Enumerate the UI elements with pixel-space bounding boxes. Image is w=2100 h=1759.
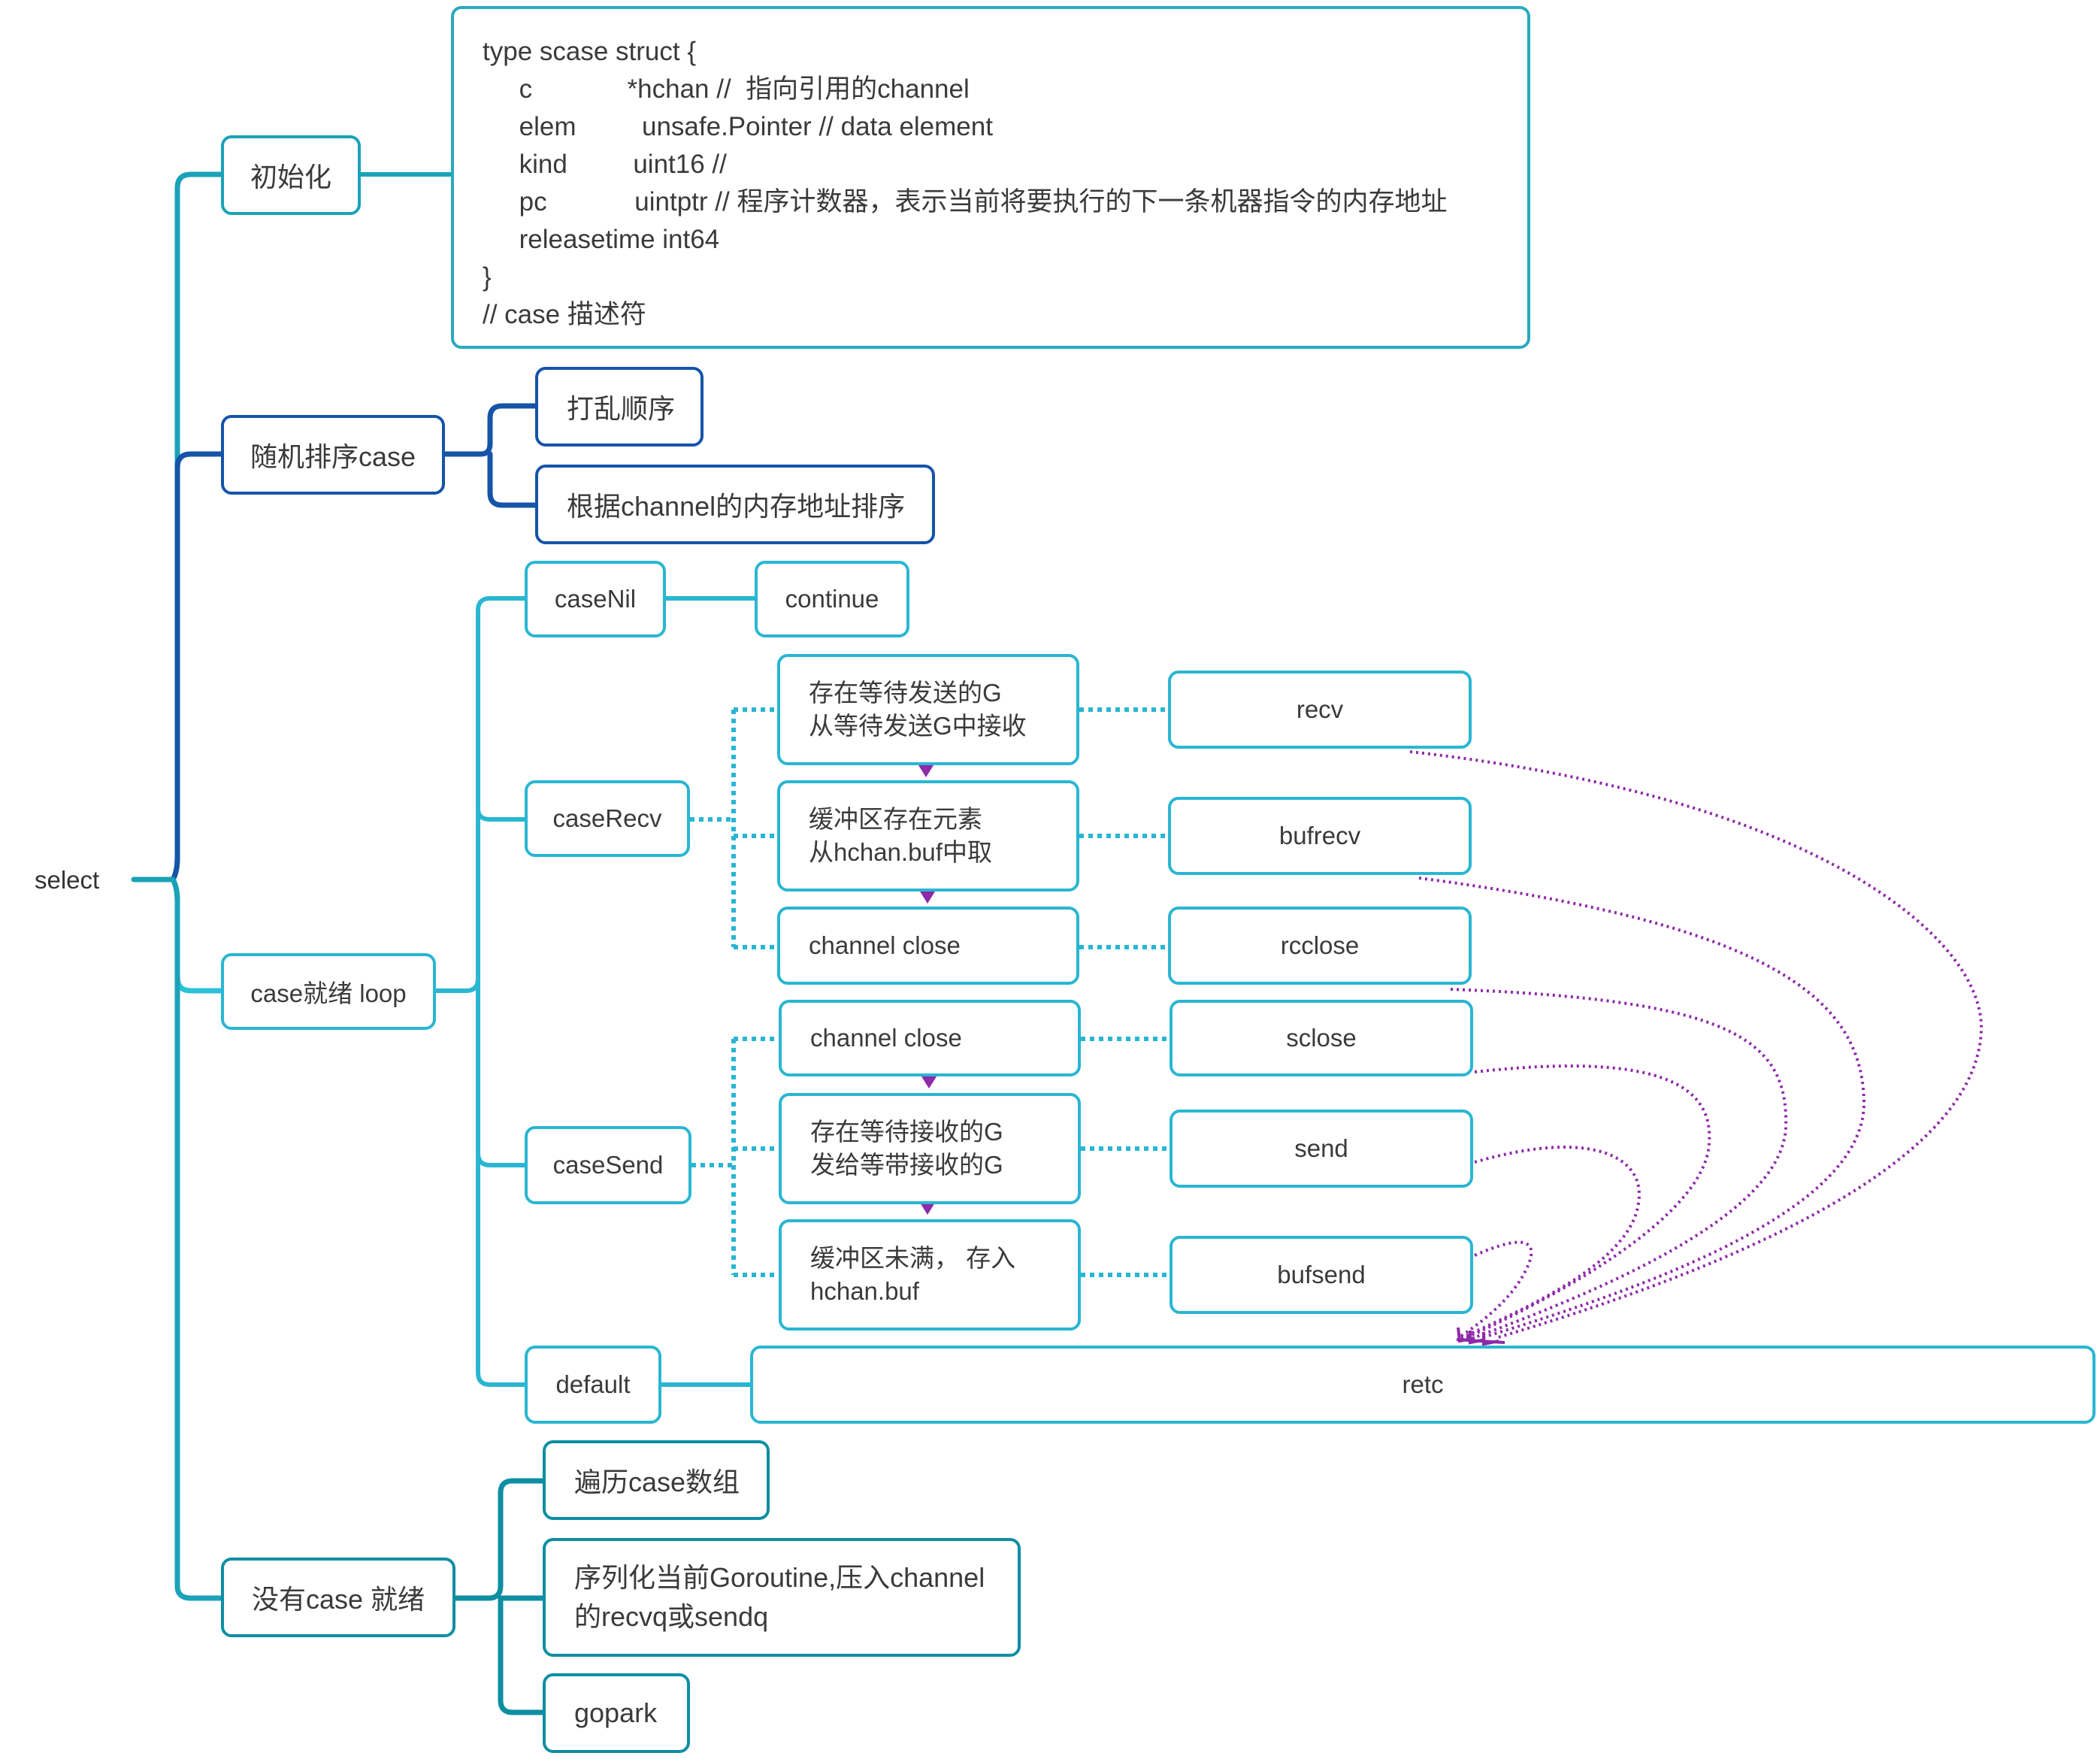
node-default[interactable]: default — [525, 1346, 661, 1424]
node-iterate-cases[interactable]: 遍历case数组 — [543, 1440, 770, 1520]
node-recv-step-2[interactable]: 缓冲区存在元素 从hchan.buf中取 — [777, 780, 1079, 892]
shuffle-children-line — [440, 403, 538, 508]
branch-init-line — [170, 171, 224, 883]
node-no-case-ready-label: 没有case 就绪 — [251, 1584, 425, 1615]
node-shuffle-random[interactable]: 打乱顺序 — [535, 367, 704, 447]
code-line-4: kind uint16 // — [483, 150, 727, 179]
root-node-select[interactable]: select — [35, 866, 100, 894]
node-recv-step-1[interactable]: 存在等待发送的G 从等待发送G中接收 — [777, 654, 1079, 765]
node-continue-label: continue — [785, 585, 879, 613]
enqueue-goroutine-line-1: 序列化当前Goroutine,压入channel — [574, 1562, 985, 1593]
recv-to-retc-curve — [1409, 750, 1984, 1340]
node-send-label: send — [1294, 1134, 1348, 1162]
node-shuffle-by-address-label: 根据channel的内存地址排序 — [567, 491, 906, 522]
node-shuffle-label: 随机排序case — [250, 441, 416, 472]
code-line-8: // case 描述符 — [483, 300, 646, 329]
node-send-step-3[interactable]: 缓冲区未满， 存入 hchan.buf — [779, 1219, 1081, 1331]
casesend-steps-line — [691, 1037, 779, 1277]
node-sclose-label: sclose — [1286, 1024, 1357, 1052]
rcclose-to-retc-curve — [1450, 988, 1788, 1340]
node-bufsend-label: bufsend — [1277, 1261, 1366, 1288]
node-case-ready-loop[interactable]: case就绪 loop — [221, 953, 436, 1030]
bufrecv-to-retc-curve — [1418, 876, 1866, 1340]
send-step-1-line-1: channel close — [810, 1024, 962, 1052]
caserecv-steps-line — [690, 707, 777, 949]
retc-arrowhead — [1456, 1327, 1505, 1346]
node-casesend[interactable]: caseSend — [525, 1126, 691, 1204]
node-casenil-label: caseNil — [554, 585, 637, 613]
node-sclose[interactable]: sclose — [1170, 1000, 1473, 1076]
node-case-ready-loop-label: case就绪 loop — [250, 979, 407, 1007]
branch-loop-line — [170, 876, 224, 994]
node-retc-label: retc — [1402, 1370, 1444, 1398]
node-bufrecv-label: bufrecv — [1278, 822, 1361, 849]
send-step-2-line-1: 存在等待接收的G — [810, 1118, 1003, 1146]
branch-noready-line — [170, 876, 224, 1601]
node-init-label: 初始化 — [250, 162, 331, 192]
node-shuffle-by-address[interactable]: 根据channel的内存地址排序 — [535, 465, 935, 544]
send-step-2-line-2: 发给等带接收的G — [810, 1151, 1003, 1179]
node-send-step-2[interactable]: 存在等待接收的G 发给等带接收的G — [779, 1093, 1081, 1204]
node-recv[interactable]: recv — [1168, 671, 1472, 749]
step-arrow-4 — [920, 1203, 935, 1215]
enqueue-goroutine-line-2: 的recvq或sendq — [574, 1601, 769, 1632]
code-line-3: elem unsafe.Pointer // data element — [483, 112, 993, 141]
node-gopark[interactable]: gopark — [543, 1673, 690, 1753]
recv-step-2-line-1: 缓冲区存在元素 — [809, 805, 982, 833]
sclose-to-retc-curve — [1465, 1064, 1711, 1340]
node-caserecv[interactable]: caseRecv — [525, 780, 690, 857]
node-shuffle[interactable]: 随机排序case — [221, 415, 445, 495]
recv-step-1-line-2: 从等待发送G中接收 — [809, 712, 1027, 740]
step-arrow-1 — [918, 765, 934, 777]
noready-children-line — [451, 1478, 546, 1715]
step-arrow-3 — [921, 1076, 937, 1088]
step-arrow-2 — [920, 892, 935, 904]
node-recv-step-3[interactable]: channel close — [777, 907, 1079, 985]
send-step-3-line-1: 缓冲区未满， 存入 — [810, 1244, 1016, 1272]
node-continue[interactable]: continue — [755, 561, 909, 637]
node-default-label: default — [555, 1370, 631, 1398]
code-line-6: releasetime int64 — [483, 225, 720, 254]
node-retc[interactable]: retc — [750, 1346, 2095, 1424]
code-line-5: pc uintptr // 程序计数器，表示当前将要执行的下一条机器指令的内存地… — [483, 187, 1448, 216]
node-bufrecv[interactable]: bufrecv — [1168, 797, 1472, 875]
send-to-retc-curve — [1460, 1146, 1641, 1340]
node-bufsend[interactable]: bufsend — [1170, 1236, 1473, 1314]
node-send[interactable]: send — [1170, 1110, 1473, 1188]
node-gopark-label: gopark — [574, 1697, 658, 1728]
node-enqueue-goroutine[interactable]: 序列化当前Goroutine,压入channel 的recvq或sendq — [543, 1538, 1021, 1657]
node-iterate-cases-label: 遍历case数组 — [574, 1467, 740, 1497]
branch-shuffle-line — [170, 451, 224, 883]
node-shuffle-random-label: 打乱顺序 — [567, 393, 676, 424]
recv-step-1-line-1: 存在等待发送的G — [809, 679, 1002, 707]
node-scase-code[interactable]: type scase struct { c *hchan // 指向引用的cha… — [451, 6, 1530, 349]
code-line-7: } — [483, 262, 492, 292]
node-rcclose[interactable]: rcclose — [1168, 907, 1472, 985]
code-line-1: type scase struct { — [483, 37, 697, 66]
node-casenil[interactable]: caseNil — [525, 561, 666, 637]
node-caserecv-label: caseRecv — [552, 804, 662, 832]
node-init[interactable]: 初始化 — [221, 135, 361, 215]
send-step-3-line-2: hchan.buf — [810, 1277, 919, 1305]
recv-step-2-line-2: 从hchan.buf中取 — [809, 838, 992, 866]
node-no-case-ready[interactable]: 没有case 就绪 — [221, 1558, 455, 1637]
node-casesend-label: caseSend — [552, 1151, 664, 1179]
node-rcclose-label: rcclose — [1280, 931, 1360, 959]
node-recv-label: recv — [1296, 695, 1344, 723]
node-send-step-1[interactable]: channel close — [779, 1000, 1081, 1076]
recv-step-3-line-1: channel close — [809, 931, 961, 959]
loop-children-line — [432, 596, 527, 1387]
code-line-2: c *hchan // 指向引用的channel — [483, 74, 970, 104]
